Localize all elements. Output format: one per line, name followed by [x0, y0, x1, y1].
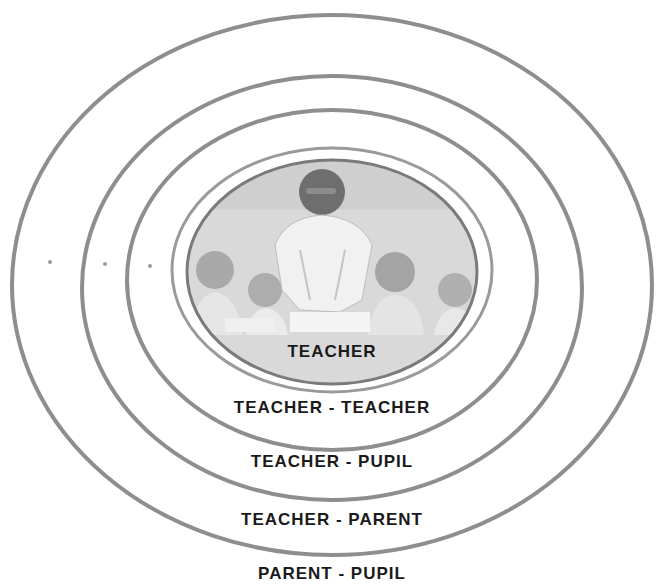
ellipse-ring — [82, 76, 582, 500]
ellipse-outline — [82, 76, 582, 500]
ellipse-outline — [12, 15, 652, 555]
photo-frame-ring: TEACHER - TEACHERTEACHER — [172, 148, 492, 392]
decor-dot — [148, 264, 152, 268]
ellipse-ring — [12, 15, 652, 555]
ring-label: TEACHER - PUPIL — [251, 451, 413, 473]
middle-ring: TEACHER - PARENTTEACHER - PUPILTEACHER -… — [82, 76, 582, 500]
ring-label: TEACHER - PARENT — [241, 509, 423, 531]
ring-label: PARENT - PUPIL — [258, 563, 406, 585]
outer-ring: PARENT - PUPILTEACHER - PARENTTEACHER - … — [12, 15, 652, 555]
ellipse-ring — [187, 160, 477, 384]
ring-label: TEACHER - TEACHER — [234, 397, 430, 419]
ellipse-ring — [127, 110, 537, 450]
photo-ellipse: TEACHER — [187, 160, 477, 384]
ring-label: TEACHER — [287, 341, 376, 363]
inner-ring: TEACHER - PUPILTEACHER - TEACHERTEACHER — [127, 110, 537, 450]
ellipse-ring — [172, 148, 492, 392]
decor-dot — [48, 260, 52, 264]
decor-dot — [103, 262, 107, 266]
